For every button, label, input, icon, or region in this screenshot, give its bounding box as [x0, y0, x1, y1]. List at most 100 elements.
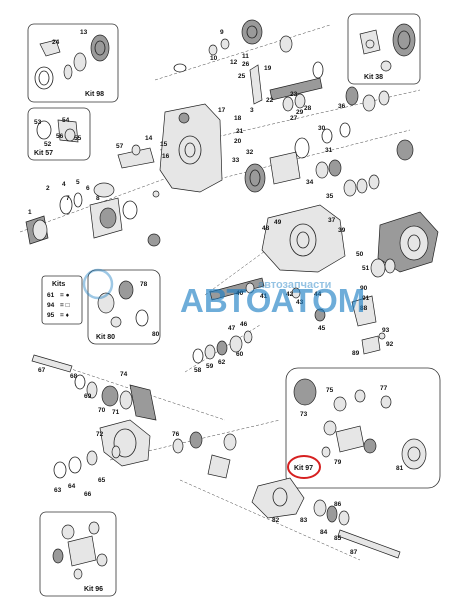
label: 5 [76, 179, 80, 186]
label: 8 [96, 195, 100, 202]
label: 79 [334, 459, 342, 466]
kit-97-highlight [287, 455, 321, 479]
label: 28 [304, 105, 312, 112]
kits-legend: Kits 61 = ● 94 = □ 95 = ♦ [41, 275, 83, 325]
lower-differential [99, 419, 237, 479]
label: 86 [334, 501, 342, 508]
bearing-stack [192, 330, 253, 364]
label: 36 [338, 103, 346, 110]
label: 21 [236, 128, 244, 135]
kits-legend-sym: = □ [60, 302, 70, 309]
label: 73 [300, 411, 308, 418]
label: 19 [264, 65, 272, 72]
label: 90 [360, 285, 368, 292]
label: 44 [314, 291, 322, 298]
label: 52 [44, 141, 52, 148]
label: 37 [328, 217, 336, 224]
label: 57 [116, 143, 124, 150]
label: 64 [68, 483, 76, 490]
label: 85 [334, 535, 342, 542]
label: 68 [70, 373, 78, 380]
label: 30 [318, 125, 326, 132]
label: 51 [362, 265, 370, 272]
kit-57-label: Kit 57 [34, 150, 53, 157]
label: 40 [236, 290, 244, 297]
label: 81 [396, 465, 404, 472]
kit-80-label: Kit 80 [96, 334, 115, 341]
axle-housing [209, 204, 346, 322]
label: 78 [140, 281, 148, 288]
label: 43 [296, 299, 304, 306]
label: 88 [360, 305, 368, 312]
kit-80-box: Kit 80 [87, 269, 161, 345]
kit-96-label: Kit 96 [84, 586, 103, 593]
label: 25 [238, 73, 246, 80]
label: 20 [234, 138, 242, 145]
label: 18 [234, 115, 242, 122]
label: 23 [290, 91, 298, 98]
left-flange-assembly [25, 182, 161, 247]
label: 76 [172, 431, 180, 438]
kit-38-label: Kit 38 [364, 74, 383, 81]
label: 71 [112, 409, 120, 416]
label: 41 [260, 293, 268, 300]
kit-96-box: Kit 96 [39, 511, 117, 597]
label: 34 [306, 179, 314, 186]
label: 46 [240, 321, 248, 328]
kit-97-box: Kit 97 [285, 367, 441, 489]
watermark-title: АВТОАТОМ [180, 282, 365, 319]
lower-seal-stack [53, 445, 121, 479]
label: 4 [62, 181, 66, 188]
label: 83 [300, 517, 308, 524]
kits-legend-sym: = ● [60, 292, 70, 299]
label: 69 [84, 393, 92, 400]
label: 26 [242, 61, 250, 68]
crown-gear-assembly [370, 211, 439, 278]
label: 58 [194, 367, 202, 374]
label: 27 [290, 115, 298, 122]
transfer-case-housing [117, 103, 223, 193]
label: 84 [320, 529, 328, 536]
label: 70 [98, 407, 106, 414]
label: 65 [98, 477, 106, 484]
label: 42 [286, 291, 294, 298]
label: 35 [326, 193, 334, 200]
label: 39 [338, 227, 346, 234]
middle-gear-cluster [244, 122, 414, 197]
kits-legend-title: Kits [52, 281, 65, 288]
label: 93 [382, 327, 390, 334]
top-gear-stack [173, 19, 390, 112]
label: 50 [356, 251, 364, 258]
axle-shaft [251, 477, 401, 559]
kits-legend-sym: = ♦ [60, 312, 70, 319]
part-number-labels: 9 10 12 11 26 25 19 23 3 22 36 17 18 29 … [28, 29, 404, 556]
label: 87 [350, 549, 358, 556]
label: 9 [220, 29, 224, 36]
label: 75 [326, 387, 334, 394]
kit-38-box: Kit 38 [347, 13, 421, 85]
label: 48 [262, 225, 270, 232]
label: 31 [325, 147, 333, 154]
kits-legend-num: 94 [47, 302, 55, 309]
label: 45 [318, 325, 326, 332]
pinion-shaft [31, 354, 157, 421]
kit-57-box: Kit 57 [27, 107, 91, 161]
label: 49 [274, 219, 282, 226]
label: 12 [230, 59, 238, 66]
label: 15 [160, 141, 168, 148]
label: 13 [80, 29, 88, 36]
label: 14 [145, 135, 153, 142]
label: 89 [352, 350, 360, 357]
label: 2 [46, 185, 50, 192]
label: 74 [120, 371, 128, 378]
kit-97-label: Kit 97 [294, 465, 313, 472]
label: 67 [38, 367, 46, 374]
label: 60 [236, 351, 244, 358]
watermark-subtitle: автозапчасти [258, 279, 331, 291]
label: 56 [56, 133, 64, 140]
label: 22 [266, 97, 274, 104]
label: 1 [28, 209, 32, 216]
label: 10 [210, 55, 218, 62]
